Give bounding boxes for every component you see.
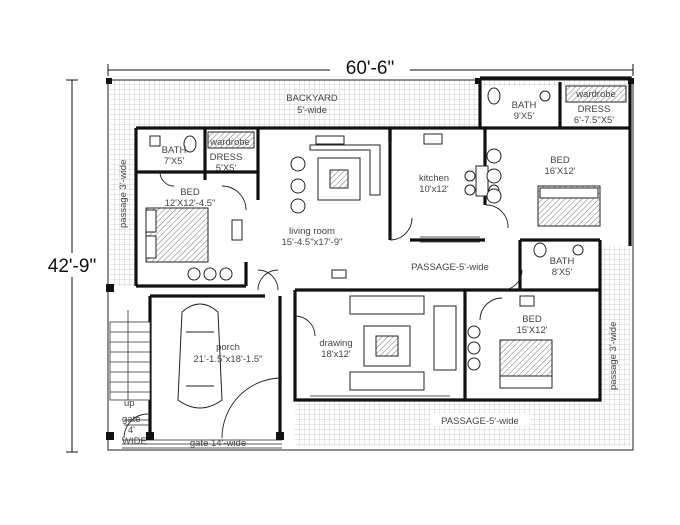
dress-left-size: 5'X5' <box>216 163 237 174</box>
bed-right-top-size: 16'X12' <box>544 166 575 177</box>
bed-right-bottom-icon <box>499 339 553 381</box>
doors <box>123 171 523 439</box>
backyard-size: 5'-wide <box>297 105 327 116</box>
width-dimension: 60'-6" <box>107 56 634 79</box>
walls <box>107 76 634 451</box>
toilet-icon <box>183 135 197 153</box>
bed-right-bottom-size: 15'X12' <box>516 325 547 336</box>
left-passage-tiles <box>110 128 136 286</box>
sink-icon <box>149 135 161 147</box>
wardrobe-left-label: wardrobe <box>209 137 250 148</box>
wardrobe-right <box>565 85 627 103</box>
bed-right-top-name: BED <box>550 155 570 166</box>
bath-top-right-name: BATH <box>512 100 537 111</box>
columns <box>106 78 634 440</box>
bed-left-name: BED <box>180 187 200 198</box>
living-name: living room <box>289 226 335 237</box>
bath-mid-right-size: 8'X5' <box>552 267 573 278</box>
depth-label: 42'-9" <box>48 256 96 277</box>
furniture <box>145 85 627 409</box>
passage-middle-label: PASSAGE-5'-wide <box>411 262 489 273</box>
backyard-tiles <box>110 80 480 128</box>
kitchen-size: 10'x12' <box>419 184 449 195</box>
passage-bottom-label: PASSAGE-5'-wide <box>441 416 519 427</box>
right-passage-tiles <box>600 246 630 446</box>
room-labels: BACKYARD 5'-wide BATH 7'X5' wardrobe DRE… <box>118 89 619 449</box>
top-right-tiles <box>480 80 630 86</box>
bath-top-left-name: BATH <box>162 145 187 156</box>
window-lines <box>122 236 480 449</box>
porch-size: 21'-1.5"x18'-1.5" <box>194 354 263 365</box>
stairs <box>109 310 151 401</box>
dress-left-name: DRESS <box>210 152 243 163</box>
wardrobe-right-label: wardrobe <box>575 89 616 100</box>
bed-left-size: 12'X12'-4.5" <box>165 198 216 209</box>
small-gate-wide: WIDE <box>122 436 147 447</box>
depth-dimension: 42'-9" <box>34 79 110 453</box>
bath-mid-right-name: BATH <box>550 256 575 267</box>
bed-right-bottom-name: BED <box>522 314 542 325</box>
bath-top-right-size: 9'X5' <box>514 111 535 122</box>
width-label: 60'-6" <box>346 58 394 79</box>
bath-top-left-size: 7'X5' <box>164 156 185 167</box>
passage-right-label: passage 3'-wide <box>608 322 619 390</box>
small-gate-word: gate <box>122 414 141 425</box>
kitchen-sink-icon <box>423 133 443 145</box>
tiled-outdoor-areas <box>110 80 630 446</box>
wardrobe-left <box>207 131 255 149</box>
drawing-name: drawing <box>319 338 352 349</box>
stairs-up-label: up <box>124 398 135 409</box>
backyard-name: BACKYARD <box>286 93 338 104</box>
toilet-right-icon <box>487 87 501 105</box>
small-gate-size: 4' <box>128 425 135 436</box>
kitchen-name: kitchen <box>419 173 449 184</box>
main-gate-label: gate 14'-wide <box>190 438 246 449</box>
car-icon <box>177 303 223 409</box>
dress-right-size: 6'-7.5"X5' <box>574 115 614 126</box>
living-size: 15'-4.5"x17'-9" <box>281 237 342 248</box>
dress-right-name: DRESS <box>578 104 611 115</box>
passage-left-label: passage 3'-wide <box>118 160 129 228</box>
drawing-size: 18'x12' <box>321 349 351 360</box>
porch-name: porch <box>216 342 240 353</box>
